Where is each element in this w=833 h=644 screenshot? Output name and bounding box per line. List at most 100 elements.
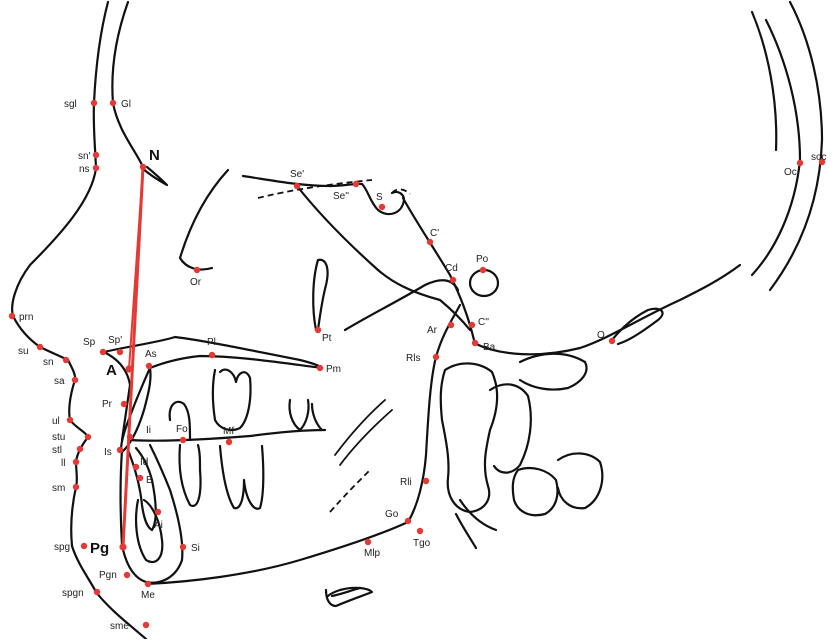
point-Se-prime xyxy=(294,183,300,189)
label-S: S xyxy=(376,192,383,203)
point-Ai xyxy=(155,509,161,515)
label-Is: Is xyxy=(104,447,112,458)
point-Ar xyxy=(448,322,454,328)
point-Id xyxy=(133,464,139,470)
point-Oc xyxy=(797,160,803,166)
point-Go xyxy=(405,518,411,524)
clivus xyxy=(403,198,474,340)
point-spgn xyxy=(94,589,100,595)
label-ll: ll xyxy=(61,458,65,469)
point-sn xyxy=(63,357,69,363)
point-Pr xyxy=(121,401,127,407)
point-Sp xyxy=(100,349,106,355)
point-N xyxy=(140,164,146,170)
point-Gl xyxy=(110,100,116,106)
point-Sp-prime xyxy=(117,349,123,355)
point-Cd xyxy=(450,277,456,283)
point-stl xyxy=(77,446,83,452)
label-Po: Po xyxy=(476,254,489,265)
label-ul: ul xyxy=(52,416,60,427)
label-sa: sa xyxy=(54,376,65,387)
point-A xyxy=(125,365,132,372)
point-sn-prime xyxy=(93,152,99,158)
atlas xyxy=(520,354,586,390)
point-Po xyxy=(480,267,486,273)
label-Pgn: Pgn xyxy=(99,570,117,581)
label-Mf: Mf xyxy=(223,426,234,437)
label-Ar: Ar xyxy=(427,325,438,336)
landmark-labels: sgl Gl sn' ns N Se' Se'' S Oc soc C' Cd … xyxy=(18,99,827,632)
orbit-contour xyxy=(180,170,228,270)
point-Se-dprime xyxy=(353,181,359,187)
point-Rli xyxy=(423,478,429,484)
point-Ba xyxy=(472,340,478,346)
point-Tgo xyxy=(417,528,423,534)
label-stu: stu xyxy=(52,432,65,443)
opisthion-region xyxy=(612,309,663,344)
label-soc: soc xyxy=(811,152,827,163)
nasal-bone xyxy=(142,167,167,185)
label-Se-dprime: Se'' xyxy=(333,191,349,202)
label-Rls: Rls xyxy=(406,353,420,364)
label-prn: prn xyxy=(19,312,33,323)
label-Pg: Pg xyxy=(90,540,109,557)
label-Se-prime: Se' xyxy=(290,169,304,180)
label-C-dprime: C'' xyxy=(478,317,489,328)
point-stu xyxy=(85,434,91,440)
point-spg xyxy=(81,543,87,549)
label-O: O xyxy=(597,330,605,341)
point-ul xyxy=(67,417,73,423)
point-Fo xyxy=(180,437,186,443)
label-sn-prime: sn' xyxy=(78,151,91,162)
label-Pt: Pt xyxy=(322,333,332,344)
label-Ai: Ai xyxy=(154,520,163,531)
oblique-dash xyxy=(330,470,370,512)
label-Rli: Rli xyxy=(400,477,412,488)
posterior-molars-upper xyxy=(289,400,308,430)
label-Oc: Oc xyxy=(784,167,797,178)
point-sgl xyxy=(91,100,97,106)
label-C-prime: C' xyxy=(430,228,439,239)
point-su xyxy=(37,344,43,350)
point-Pt xyxy=(315,327,321,333)
point-Or xyxy=(194,267,200,273)
lower-molar xyxy=(220,446,263,509)
label-Ii: Ii xyxy=(146,425,151,436)
point-ns xyxy=(93,165,99,171)
label-stl: stl xyxy=(52,445,62,456)
point-Pl xyxy=(209,352,215,358)
posterior-molars-upper-2 xyxy=(312,404,322,430)
label-Cd: Cd xyxy=(445,263,458,274)
label-sn: sn xyxy=(43,357,54,368)
label-N: N xyxy=(149,147,160,164)
label-spg: spg xyxy=(54,542,70,553)
label-su: su xyxy=(18,346,29,357)
point-As xyxy=(146,363,152,369)
point-Pm xyxy=(317,365,323,371)
label-sgl: sgl xyxy=(64,99,77,110)
label-Ba: Ba xyxy=(483,342,496,353)
pterygomaxillary-fissure xyxy=(313,260,327,330)
label-ns: ns xyxy=(79,164,90,175)
label-Id: Id xyxy=(140,457,148,468)
label-spgn: spgn xyxy=(62,588,84,599)
oblique-line-1 xyxy=(335,400,385,455)
label-Pl: Pl xyxy=(207,337,216,348)
point-Me xyxy=(145,581,151,587)
label-Mlp: Mlp xyxy=(364,548,381,559)
point-Mlp xyxy=(365,539,371,545)
label-sme: sme xyxy=(110,621,129,632)
label-Pm: Pm xyxy=(326,364,341,375)
zygomatic-line xyxy=(345,280,458,330)
label-Me: Me xyxy=(141,590,155,601)
label-Go: Go xyxy=(385,509,399,520)
label-A: A xyxy=(106,362,117,379)
point-Pgn xyxy=(124,572,130,578)
point-B xyxy=(137,475,143,481)
point-Pg xyxy=(119,543,126,550)
point-Is xyxy=(117,447,123,453)
label-Sp-prime: Sp' xyxy=(108,335,122,346)
label-Or: Or xyxy=(190,277,202,288)
